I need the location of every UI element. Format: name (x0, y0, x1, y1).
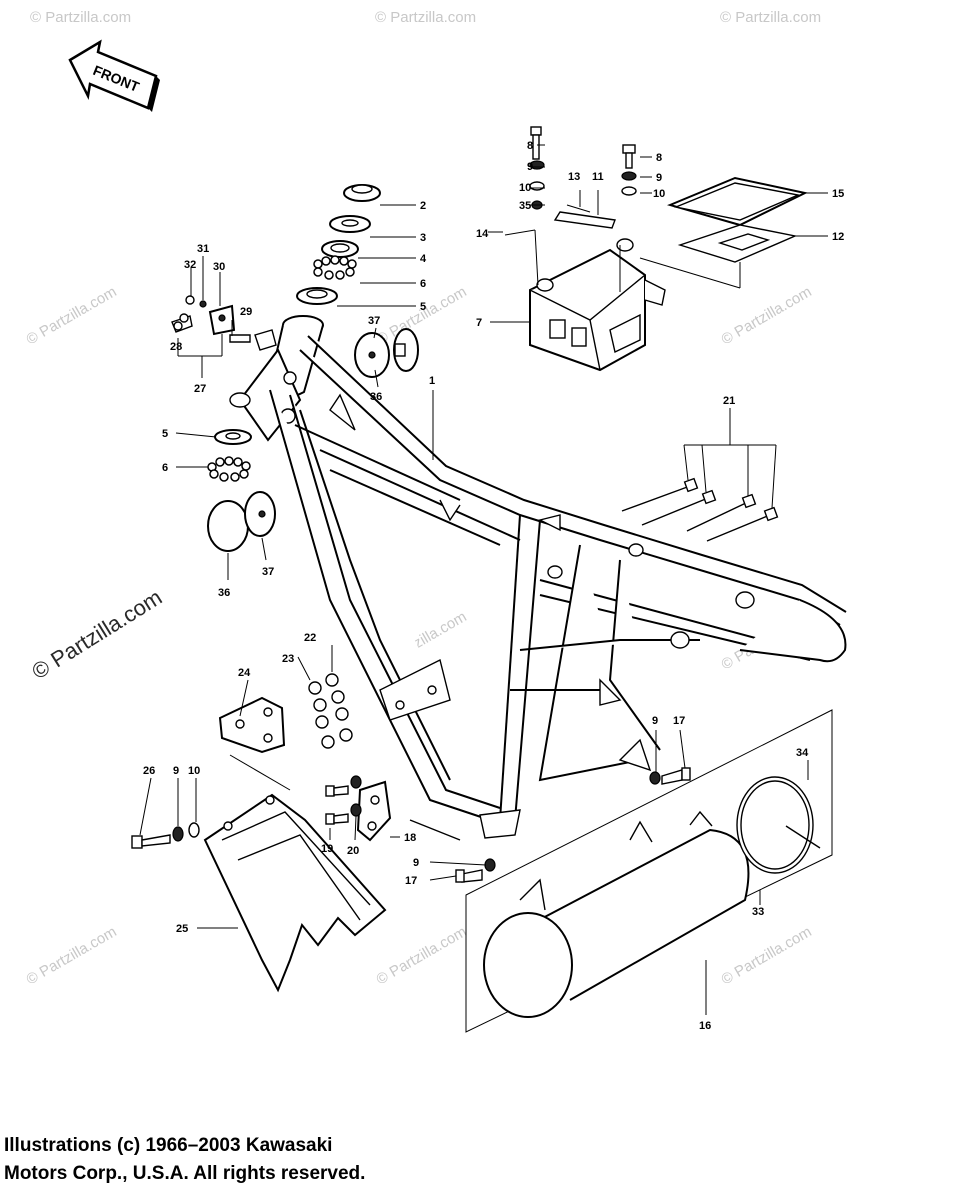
muffler-parts (455, 709, 833, 1033)
watermark-text: © Partzilla.com (375, 9, 476, 26)
callout-24: 24 (238, 667, 251, 679)
watermark-text: © Partzilla.com (374, 923, 470, 988)
main-frame-part (229, 315, 847, 841)
callout-36: 36 (218, 587, 230, 599)
callout-22: 22 (304, 632, 316, 644)
callout-9: 9 (527, 161, 533, 173)
callout-25: 25 (176, 923, 188, 935)
callout-8: 8 (656, 152, 662, 164)
callout-8: 8 (527, 140, 533, 152)
muffler-bracket-parts (325, 775, 392, 842)
callout-37: 37 (262, 566, 274, 578)
callout-29: 29 (240, 306, 252, 318)
callout-30: 30 (213, 261, 225, 273)
leader-lines (139, 144, 828, 1015)
callout-10: 10 (188, 765, 200, 777)
callout-9: 9 (652, 715, 658, 727)
watermark-text: © Partzilla.com (719, 923, 815, 988)
callout-5: 5 (420, 301, 426, 313)
callout-2: 2 (420, 200, 426, 212)
callout-32: 32 (184, 259, 196, 271)
callout-4: 4 (420, 253, 427, 265)
callout-31: 31 (197, 243, 209, 255)
watermark-text: © Partzilla.com (30, 9, 131, 26)
switch-bracket-parts (171, 295, 277, 351)
callout-13: 13 (568, 171, 580, 183)
nut-parts (308, 673, 353, 749)
callout-33: 33 (752, 906, 764, 918)
copyright-line-2: Motors Corp., U.S.A. All rights reserved… (4, 1163, 366, 1184)
callout-5: 5 (162, 428, 168, 440)
callout-23: 23 (282, 653, 294, 665)
callout-21: 21 (723, 395, 735, 407)
callout-16: 16 (699, 1020, 711, 1032)
callout-9: 9 (413, 857, 419, 869)
callout-10: 10 (653, 188, 665, 200)
watermark-text: © Partzilla.com (720, 9, 821, 26)
watermark-text: © Partzilla.com (24, 283, 120, 348)
callout-labels: 2 3 4 6 5 1 5 6 37 36 36 37 7 8 9 10 35 … (143, 140, 844, 1032)
mudguard-parts (131, 696, 387, 993)
watermark-text-large: © Partzilla.com (27, 584, 166, 684)
callout-35: 35 (519, 200, 531, 212)
callout-17: 17 (405, 875, 417, 887)
callout-10: 10 (519, 182, 531, 194)
callout-27: 27 (194, 383, 206, 395)
callout-9: 9 (656, 172, 662, 184)
battery-box-parts (504, 126, 809, 372)
copyright-line-1: Illustrations (c) 1966–2003 Kawasaki (4, 1135, 333, 1156)
callout-18: 18 (404, 832, 416, 844)
copyright-notice: Illustrations (c) 1966–2003 Kawasaki Mot… (4, 1132, 365, 1188)
callout-19: 19 (321, 843, 333, 855)
callout-11: 11 (592, 171, 604, 183)
callout-14: 14 (476, 228, 489, 240)
callout-9: 9 (173, 765, 179, 777)
callout-6: 6 (162, 462, 168, 474)
callout-20: 20 (347, 845, 359, 857)
callout-36: 36 (370, 391, 382, 403)
reflector-parts (207, 328, 419, 552)
callout-3: 3 (420, 232, 426, 244)
callout-17: 17 (673, 715, 685, 727)
callout-7: 7 (476, 317, 482, 329)
steering-bearing-parts (207, 184, 381, 482)
front-arrow-icon: FRONT (68, 39, 160, 112)
bolt-parts (529, 126, 637, 210)
watermark-text: © Partzilla.com (24, 923, 120, 988)
long-bolts-parts (621, 477, 779, 542)
callout-26: 26 (143, 765, 155, 777)
callout-28: 28 (170, 341, 182, 353)
callout-37: 37 (368, 315, 380, 327)
watermark-text: © Partzilla.com (719, 283, 815, 348)
callout-15: 15 (832, 188, 844, 200)
watermark-text: © Partzilla.com (374, 283, 470, 348)
callout-12: 12 (832, 231, 844, 243)
callout-1: 1 (429, 375, 435, 387)
callout-34: 34 (796, 747, 809, 759)
callout-6: 6 (420, 278, 426, 290)
